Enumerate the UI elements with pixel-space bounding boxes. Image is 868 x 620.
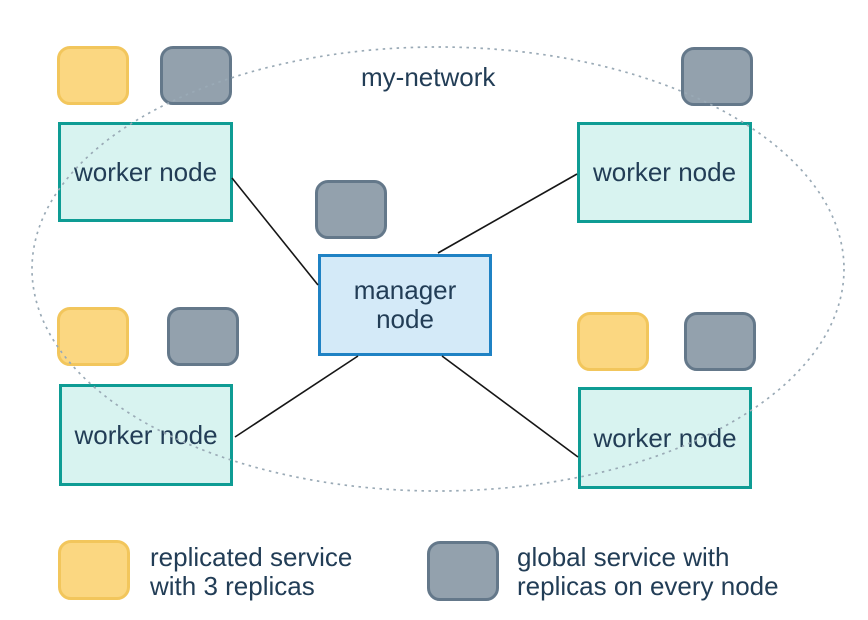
replicated-service-replica — [57, 307, 129, 366]
worker-node-top-right: worker node — [577, 122, 752, 223]
global-service-replica — [160, 46, 232, 105]
network-label: my-network — [361, 62, 496, 92]
replicated-service-replica — [577, 312, 649, 371]
connection-line — [441, 355, 579, 458]
worker-node-label: worker node — [73, 156, 218, 187]
global-service-replica — [315, 180, 387, 239]
worker-node-top-left: worker node — [58, 122, 233, 222]
worker-node-bottom-left: worker node — [59, 384, 233, 486]
global-service-replica — [167, 307, 239, 366]
global-service-swatch — [427, 541, 499, 601]
manager-node-label: manager node — [353, 275, 457, 334]
legend-label-global: global service with replicas on every no… — [517, 542, 779, 601]
global-service-replica — [681, 47, 753, 106]
replicated-service-replica — [57, 46, 129, 105]
manager-node: manager node — [318, 254, 492, 356]
global-service-replica — [684, 312, 756, 371]
connection-line — [234, 355, 359, 438]
replicated-service-swatch — [58, 540, 130, 600]
worker-node-label: worker node — [593, 422, 737, 453]
connection-line — [231, 177, 319, 286]
worker-node-label: worker node — [74, 419, 218, 450]
worker-node-bottom-right: worker node — [578, 387, 752, 489]
connection-line — [437, 173, 578, 254]
legend-label-replicated: replicated service with 3 replicas — [150, 542, 353, 601]
worker-node-label: worker node — [592, 157, 737, 187]
